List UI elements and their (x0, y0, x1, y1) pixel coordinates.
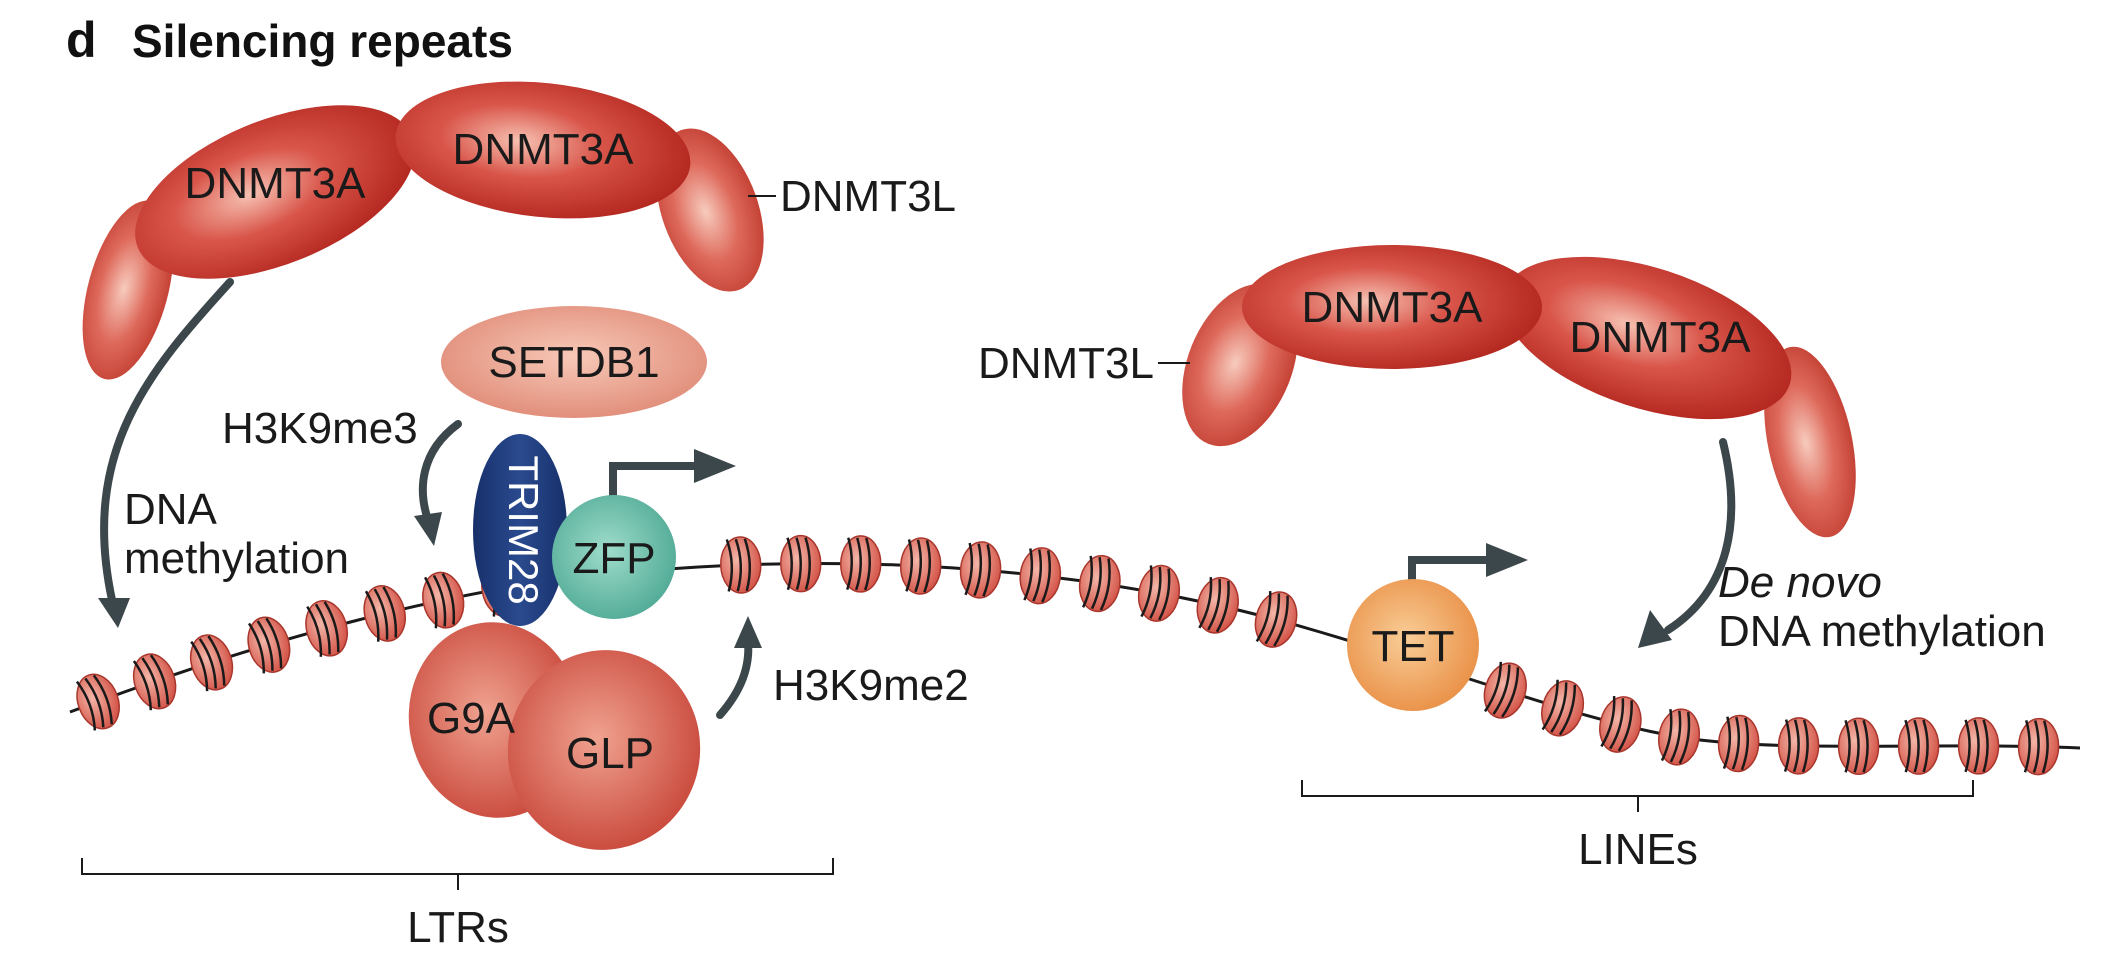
nucleosome (1717, 714, 1760, 773)
h3k9me3-arrow (418, 420, 462, 524)
left-dnmt3a-1-shape (135, 105, 415, 279)
nucleosome-array (75, 534, 2060, 776)
nucleosome (247, 616, 291, 674)
nucleosome (839, 535, 882, 593)
dna-methylation-arrowhead (98, 598, 130, 628)
de-novo-label-italic: De novo (1718, 558, 1882, 607)
right-dnmt3a-2-label: DNMT3A (1570, 313, 1752, 362)
nucleosome (1957, 717, 2000, 775)
panel-title: Silencing repeats (132, 15, 513, 67)
nucleosome (1196, 576, 1239, 634)
h3k9me3-label: H3K9me3 (222, 404, 418, 453)
panel-letter: d (66, 12, 97, 68)
trim28-label: TRIM28 (500, 455, 547, 604)
nucleosome (1078, 554, 1121, 613)
right-dnmt3l-small-right (1764, 346, 1856, 538)
h3k9me2-arrow (716, 638, 753, 719)
nucleosome (899, 537, 942, 595)
nucleosome (1254, 591, 1298, 648)
zfp-shape (552, 495, 676, 619)
nucleosome (363, 585, 406, 642)
nucleosome (1541, 679, 1585, 737)
nucleosome (2017, 717, 2060, 776)
nucleosome (189, 634, 234, 692)
nucleosome (305, 600, 348, 657)
right-dnmt3a-2-shape (1502, 256, 1792, 420)
right-dnmt3a-1-label: DNMT3A (1302, 283, 1484, 332)
lines-label: LINEs (1578, 825, 1698, 874)
right-dnmt3a-1-shape (1242, 245, 1542, 369)
glp-shape (507, 650, 701, 850)
nucleosome (1019, 547, 1062, 605)
nucleosome (1897, 717, 1940, 775)
de-novo-label-rest: DNA methylation (1718, 607, 2046, 656)
trim28-shape (473, 434, 567, 626)
dna-methylation-arrow (100, 278, 234, 604)
tet-shape (1347, 579, 1479, 711)
zfp-transcription-arrow (609, 462, 700, 502)
right-dnmt-complex: DNMT3A DNMT3A DNMT3L (978, 245, 1856, 538)
left-dnmt3a-2-label: DNMT3A (453, 125, 635, 174)
setdb1-shape (441, 306, 707, 418)
dna-methylation-label-2: methylation (124, 534, 349, 583)
nucleosome (75, 673, 120, 731)
nucleosome (1599, 696, 1642, 753)
zfp-transcription-arrowhead (694, 449, 736, 483)
nucleosome (719, 536, 762, 594)
glp-label: GLP (566, 729, 654, 778)
nucleosome (779, 534, 822, 593)
right-dnmt3l-label: DNMT3L (978, 339, 1154, 388)
h3k9me3-arrowhead (414, 512, 442, 546)
ltrs-bracket (81, 858, 834, 890)
h3k9me2-label: H3K9me2 (773, 661, 969, 710)
chromatin-fiber (69, 534, 2081, 776)
de-novo-methylation-arrowhead (1638, 610, 1672, 648)
nucleosome (1137, 564, 1181, 622)
tet-label: TET (1371, 622, 1454, 671)
left-dnmt3a-1-label: DNMT3A (185, 159, 367, 208)
nucleosome (1658, 708, 1701, 766)
h3k9me2-arrowhead (734, 616, 762, 648)
nucleosome (132, 653, 177, 711)
setdb1-label: SETDB1 (488, 338, 659, 387)
ltrs-label: LTRs (407, 903, 509, 952)
dna-methylation-label-1: DNA (124, 485, 218, 534)
de-novo-methylation-arrow (1664, 438, 1736, 634)
nucleosome (1483, 661, 1527, 719)
nucleosome (1837, 717, 1880, 776)
lines-bracket (1301, 780, 1974, 812)
tet-transcription-arrowhead (1486, 543, 1528, 577)
g9a-label: G9A (427, 694, 516, 743)
nucleosome (422, 571, 465, 629)
nucleosome (1777, 717, 1820, 775)
left-dnmt3l-label: DNMT3L (780, 172, 956, 221)
left-dnmt-complex: DNMT3A DNMT3A DNMT3L (82, 81, 956, 380)
nucleosome (959, 541, 1002, 599)
zfp-label: ZFP (572, 534, 655, 583)
left-dnmt3a-2-shape (395, 81, 691, 219)
